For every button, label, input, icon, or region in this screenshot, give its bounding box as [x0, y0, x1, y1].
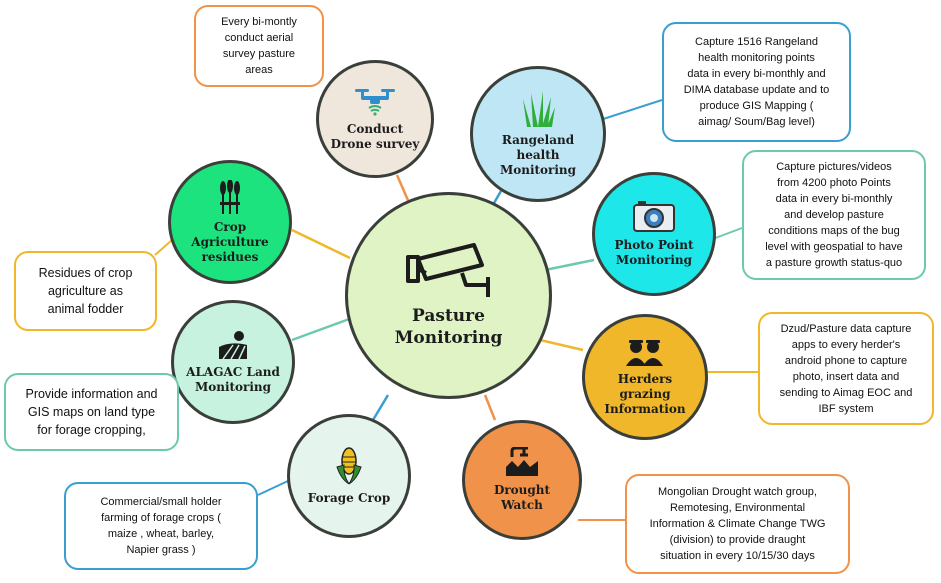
node-drought-watch: Drought Watch [462, 420, 582, 540]
node-drone-survey: Conduct Drone survey [316, 60, 434, 178]
node-alagac-label: ALAGAC Land Monitoring [186, 365, 280, 394]
node-drought-label: Drought Watch [493, 483, 551, 512]
drought-tap-icon [506, 447, 538, 476]
connector-drought-center [483, 394, 497, 421]
connector-alagac-center [291, 316, 353, 342]
node-crop-residues: Crop Agriculture residues [168, 160, 292, 284]
center-pasture-monitoring: Pasture Monitoring [345, 192, 552, 399]
box-herders-grazing: Dzud/Pasture data capture apps to every … [758, 312, 934, 425]
connector-crop-box [154, 239, 173, 256]
connector-rangeland-box [599, 99, 663, 121]
box-drone-survey: Every bi-montly conduct aerial survey pa… [194, 5, 324, 87]
wheat-icon [220, 179, 240, 214]
cctv-camera-icon [405, 242, 490, 297]
grass-icon [523, 90, 555, 127]
connector-herders-center [539, 338, 584, 352]
camera-icon [633, 201, 675, 232]
node-herders-grazing: Herders grazing Information [582, 314, 708, 440]
herders-icon [626, 339, 663, 366]
node-forage-crop: Forage Crop [287, 414, 411, 538]
node-herders-label: Herders grazing Information [604, 371, 686, 416]
node-rangeland-label: Rangeland health Monitoring [499, 132, 577, 177]
box-alagac-land: Provide information and GIS maps on land… [4, 373, 179, 451]
box-forage-crop: Commercial/small holder farming of forag… [64, 482, 258, 570]
connector-crop-center [291, 228, 351, 260]
node-crop-label: Crop Agriculture residues [191, 219, 269, 264]
box-rangeland-health: Capture 1516 Rangeland health monitoring… [662, 22, 851, 142]
box-crop-residues: Residues of crop agriculture as animal f… [14, 251, 157, 331]
connector-forage-box [257, 479, 291, 496]
node-forage-label: Forage Crop [307, 490, 391, 505]
connector-photo-center [544, 258, 595, 272]
land-icon [219, 331, 247, 359]
drone-icon [355, 89, 395, 116]
box-drought-watch: Mongolian Drought watch group, Remotesin… [625, 474, 850, 574]
node-drone-label: Conduct Drone survey [330, 122, 420, 151]
center-title: Pasture Monitoring [394, 305, 503, 348]
box-photo-point: Capture pictures/videos from 4200 photo … [742, 150, 926, 280]
node-alagac-land: ALAGAC Land Monitoring [171, 300, 295, 424]
node-photo-point: Photo Point Monitoring [592, 172, 716, 296]
node-rangeland-health: Rangeland health Monitoring [470, 66, 606, 202]
corn-icon [336, 446, 362, 484]
node-photo-label: Photo Point Monitoring [614, 238, 694, 267]
